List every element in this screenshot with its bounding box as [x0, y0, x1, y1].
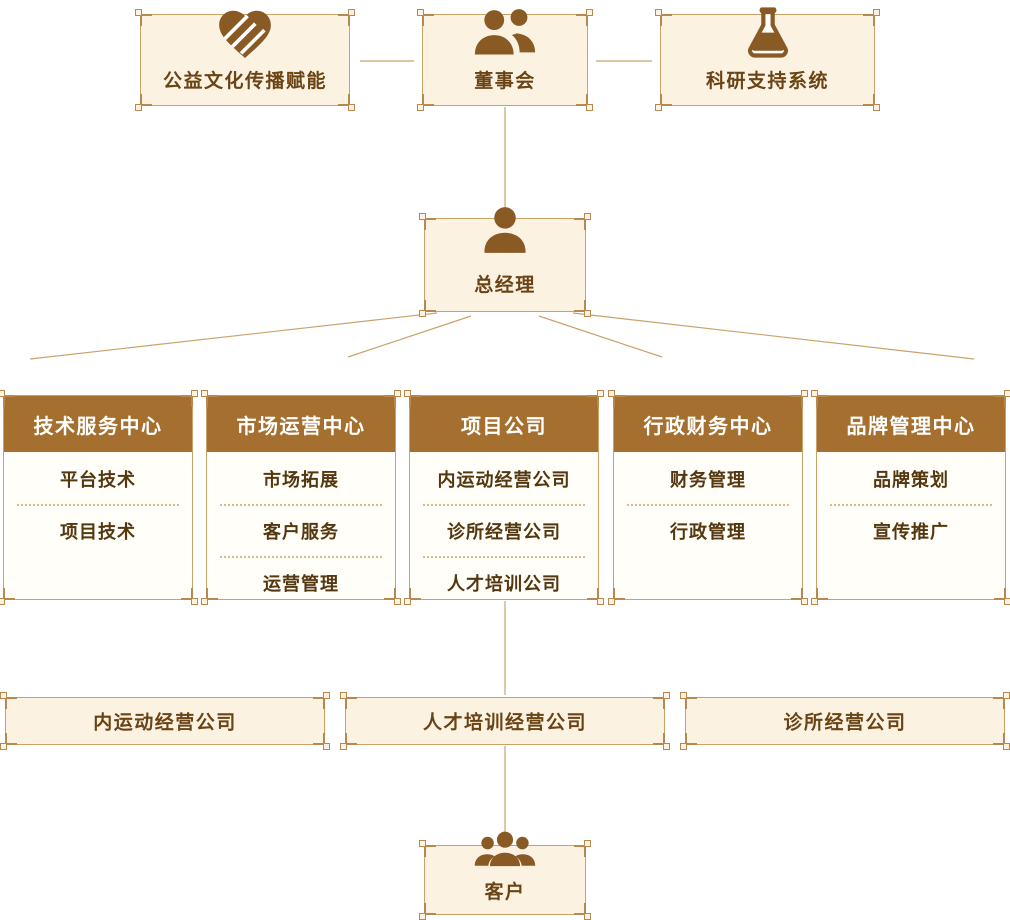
dept-header: 技术服务中心 — [4, 396, 192, 452]
node-label: 董事会 — [474, 71, 536, 92]
dept-body: 内运动经营公司 诊所经营公司 人才培训公司 — [410, 452, 598, 608]
dept-item[interactable]: 行政管理 — [627, 504, 789, 556]
node-label: 科研支持系统 — [705, 71, 829, 92]
dept-header: 行政财务中心 — [614, 396, 802, 452]
dept-item[interactable]: 客户服务 — [220, 504, 382, 556]
node-subsidiary-sports[interactable]: 内运动经营公司 — [0, 692, 325, 745]
node-research-support[interactable]: 科研支持系统 — [655, 7, 875, 106]
dept-brand-management-center[interactable]: 品牌管理中心 品牌策划 宣传推广 — [811, 390, 1006, 600]
node-label: 诊所经营公司 — [783, 712, 907, 734]
node-subsidiary-training[interactable]: 人才培训经营公司 — [340, 692, 665, 745]
dept-body: 市场拓展 客户服务 运营管理 — [207, 452, 395, 608]
node-label: 客户 — [484, 882, 526, 903]
node-label: 总经理 — [474, 275, 536, 296]
dept-market-operation-center[interactable]: 市场运营中心 市场拓展 客户服务 运营管理 — [201, 390, 396, 600]
dept-body: 平台技术 项目技术 — [4, 452, 192, 556]
dept-body: 财务管理 行政管理 — [614, 452, 802, 556]
research-flask-icon — [740, 3, 796, 65]
dept-item[interactable]: 内运动经营公司 — [437, 470, 571, 490]
customers-group-icon — [472, 828, 538, 872]
dept-title: 行政财务中心 — [643, 415, 773, 438]
dept-admin-finance-center[interactable]: 行政财务中心 财务管理 行政管理 — [608, 390, 803, 600]
dept-header: 品牌管理中心 — [817, 396, 1005, 452]
manager-person-icon — [477, 201, 533, 259]
charity-heart-icon — [210, 3, 280, 65]
dept-item[interactable]: 平台技术 — [60, 470, 136, 490]
dept-item[interactable]: 品牌策划 — [873, 470, 949, 490]
dept-tech-service-center[interactable]: 技术服务中心 平台技术 项目技术 — [0, 390, 193, 600]
dept-header: 项目公司 — [410, 396, 598, 452]
dept-header: 市场运营中心 — [207, 396, 395, 452]
dept-item[interactable]: 宣传推广 — [830, 504, 992, 556]
dept-item[interactable]: 运营管理 — [220, 556, 382, 608]
dept-title: 项目公司 — [461, 415, 547, 438]
dept-title: 品牌管理中心 — [846, 415, 976, 438]
node-label: 人才培训经营公司 — [422, 712, 587, 734]
dept-item[interactable]: 财务管理 — [670, 470, 746, 490]
dept-title: 技术服务中心 — [33, 415, 163, 438]
board-people-icon — [467, 5, 543, 61]
dept-item[interactable]: 诊所经营公司 — [423, 504, 585, 556]
dept-project-company[interactable]: 项目公司 内运动经营公司 诊所经营公司 人才培训公司 — [404, 390, 599, 600]
node-label: 公益文化传播赋能 — [162, 71, 327, 92]
node-board-of-directors[interactable]: 董事会 — [417, 9, 588, 106]
dept-title: 市场运营中心 — [236, 415, 366, 438]
dept-item[interactable]: 市场拓展 — [263, 470, 339, 490]
node-charity-culture[interactable]: 公益文化传播赋能 — [135, 9, 350, 106]
dept-body: 品牌策划 宣传推广 — [817, 452, 1005, 556]
node-label: 内运动经营公司 — [93, 712, 237, 734]
dept-item[interactable]: 人才培训公司 — [423, 556, 585, 608]
node-customer[interactable]: 客户 — [419, 831, 586, 915]
node-general-manager[interactable]: 总经理 — [419, 207, 586, 312]
node-subsidiary-clinic[interactable]: 诊所经营公司 — [680, 692, 1005, 745]
dept-item[interactable]: 项目技术 — [17, 504, 179, 556]
